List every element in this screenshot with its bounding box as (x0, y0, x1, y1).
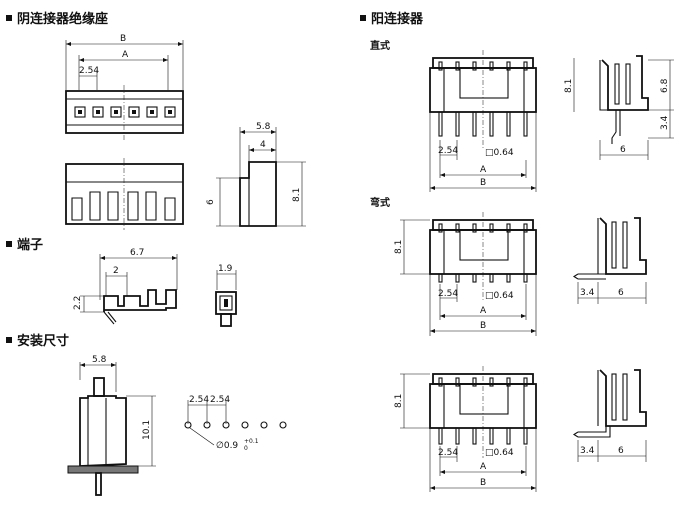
pcb-hole-pattern: 2.54 2.54 ∅0.9 +0.1 0 (184, 395, 287, 452)
header-male-connector: 阳连接器 (360, 8, 423, 27)
male-straight-front-view: 8.1 2.54 □0.64 A B (429, 50, 575, 192)
dim-male-B: B (480, 178, 486, 188)
dim-hole-pitch-2: 2.54 (210, 395, 230, 405)
header-female-housing: 阴连接器绝缘座 (6, 8, 108, 27)
dim-male-A: A (480, 165, 487, 175)
dim-bent-A: A (480, 306, 487, 316)
dim-pitch-254: 2.54 (79, 66, 99, 76)
dim-male-pitch-254: 2.54 (438, 146, 458, 156)
dim-side-height-6: 6 (206, 199, 216, 205)
dim-side-width-4: 4 (260, 140, 266, 150)
terminal-title: 端子 (17, 238, 44, 253)
male-third-front-view: 8.1 2.54 □0.64 A B (394, 366, 537, 492)
male-third-side-view: 3.4 6 (572, 369, 647, 462)
dim-terminal-22: 2.2 (73, 296, 83, 310)
dim-male-pin-064: □0.64 (485, 148, 514, 158)
male-straight-side-view: 6.8 3.4 6 (599, 55, 674, 160)
dim-third-A: A (480, 462, 487, 472)
dim-terminal-2: 2 (113, 266, 119, 276)
dim-hole-diameter: ∅0.9 (216, 441, 238, 451)
terminal-front-view: 1.9 (215, 264, 237, 327)
female-housing-front-view: B A 2.54 (65, 34, 184, 140)
bullet-square-icon (6, 240, 12, 247)
dim-third-side-34: 3.4 (580, 446, 595, 456)
header-mounting: 安装尺寸 (6, 330, 69, 349)
header-terminal: 端子 (6, 234, 43, 253)
female-housing-bottom-view (65, 158, 184, 230)
dim-hole-tolerance: +0.1 (244, 438, 259, 445)
dim-male-side-34: 3.4 (660, 115, 670, 130)
dim-mount-height-101: 10.1 (142, 420, 152, 440)
female-housing-side-view: 5.8 4 6 8.1 (206, 122, 306, 227)
bullet-square-icon (360, 14, 366, 21)
dim-third-B: B (480, 478, 486, 488)
dim-male-height-81: 8.1 (564, 79, 574, 93)
dim-terminal-19: 1.9 (218, 264, 233, 274)
dim-bent-height-81: 8.1 (394, 240, 404, 254)
dim-third-pin-064: □0.64 (485, 448, 514, 458)
straight-label: 直式 (370, 41, 390, 52)
dim-hole-pitch-1: 2.54 (189, 395, 209, 405)
male-bent-front-view: 8.1 2.54 □0.64 A B (394, 212, 537, 336)
dim-mount-width-58: 5.8 (92, 355, 107, 365)
bullet-square-icon (6, 14, 12, 21)
dim-bent-pin-064: □0.64 (485, 291, 514, 301)
dim-hole-tolerance-low: 0 (244, 445, 248, 452)
dim-side-height-81: 8.1 (292, 188, 302, 202)
female-housing-title: 阴连接器绝缘座 (17, 12, 109, 27)
male-bent-side-view: 3.4 6 (572, 217, 647, 304)
dim-third-pitch-254: 2.54 (438, 448, 458, 458)
mounting-assembly-view: 5.8 10.1 (67, 355, 156, 496)
dim-B: B (120, 34, 126, 44)
dim-male-side-68: 6.8 (660, 78, 670, 93)
dim-bent-side-6: 6 (618, 288, 624, 298)
dim-bent-B: B (480, 321, 486, 331)
dim-third-side-6: 6 (618, 446, 624, 456)
dim-side-width-58: 5.8 (256, 122, 271, 132)
bullet-square-icon (6, 336, 12, 343)
dim-bent-pitch-254: 2.54 (438, 289, 458, 299)
dim-bent-side-34: 3.4 (580, 288, 595, 298)
mounting-title: 安装尺寸 (17, 334, 70, 349)
dim-A: A (122, 50, 129, 60)
dim-terminal-length-67: 6.7 (130, 248, 144, 258)
male-connector-title: 阳连接器 (371, 12, 424, 27)
terminal-side-view: 6.7 2 2.2 (73, 248, 178, 325)
dim-third-height-81: 8.1 (394, 394, 404, 408)
dim-male-side-6: 6 (620, 145, 626, 155)
bent-label: 弯式 (370, 198, 390, 209)
